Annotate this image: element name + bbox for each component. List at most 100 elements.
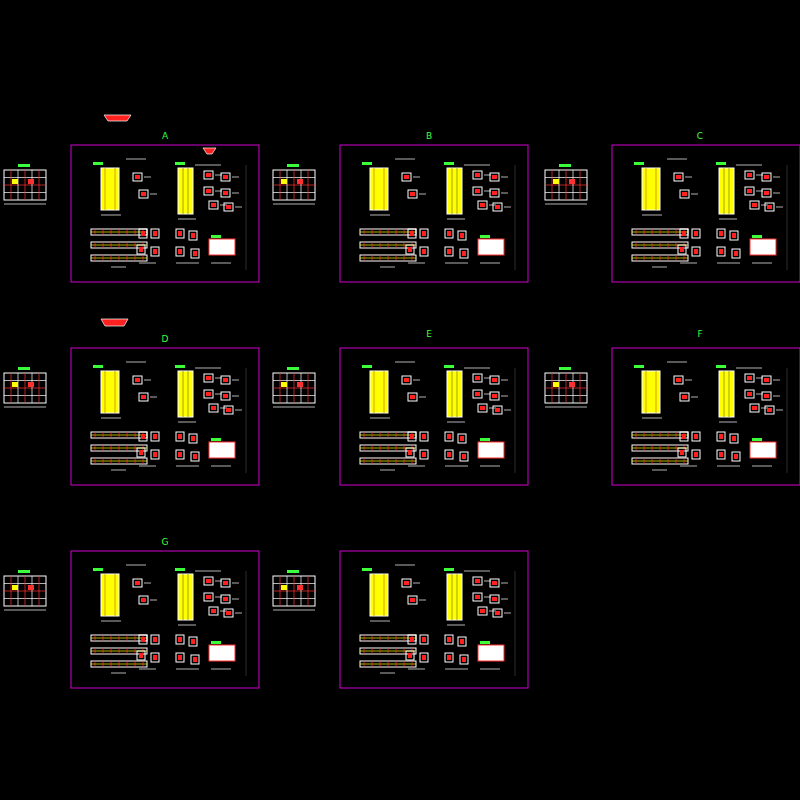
cad-line [126,362,146,363]
cad-line [724,371,725,417]
cad-line [773,396,780,397]
section-fill [682,192,687,196]
joint-detail [460,452,468,461]
cad-line [301,170,302,200]
cad-line [144,380,151,381]
joint-fill [422,249,426,254]
cad-line [273,407,315,408]
cad-line [380,673,395,674]
cad-line [636,242,637,248]
mini-title [175,568,185,571]
joint-detail [692,229,700,238]
section-fill [495,205,500,209]
section-detail [204,577,213,585]
cad-line [515,368,516,473]
cad-line [372,255,373,261]
cad-line [95,635,96,641]
cad-line [396,445,397,451]
section-detail [745,171,754,179]
section-detail [204,171,213,179]
cad-line [724,168,725,214]
cad-line [135,458,136,464]
cad-line [445,669,468,670]
joint-fill [178,637,182,642]
mini-title [634,162,644,165]
joint-fill [178,434,182,439]
section-fill [141,192,146,196]
column-elevation [447,371,462,417]
section-fill [492,597,497,601]
joint-fill [153,434,157,439]
mini-title [716,162,726,165]
cad-line [676,445,677,451]
joint-fill [153,231,157,236]
cad-line [111,267,126,268]
cad-line [372,445,373,451]
cad-line [676,432,677,438]
cad-line [105,168,106,210]
column-elevation [370,371,388,413]
section-detail [750,404,759,412]
cad-line [480,263,500,264]
section-detail [139,596,148,604]
cad-line [660,242,661,248]
section-fill [767,408,772,412]
section-fill [135,175,140,179]
column-elevation [178,168,193,214]
loose-sketch [203,148,216,154]
cad-line [139,263,156,264]
side-fill [281,179,287,184]
section-fill [404,175,409,179]
cad-line [372,648,373,654]
section-detail [204,593,213,601]
joint-detail [717,432,725,441]
cad-line [668,458,669,464]
cad-line [111,635,112,641]
joint-detail [406,448,414,457]
joint-fill [191,233,195,238]
cad-line [660,229,661,235]
mini-title [93,568,103,571]
side-drawing [4,373,46,403]
column-elevation [101,574,119,616]
cad-line [380,445,381,451]
cad-line [232,193,239,194]
beam-elevation [360,661,416,667]
sheet-frame [71,551,259,688]
section-detail [680,393,689,401]
joint-detail [406,245,414,254]
cad-line [501,380,508,381]
side-title [18,570,30,573]
cad-line [95,648,96,654]
section-fill [475,189,480,193]
sheet-frame [612,348,800,485]
cad-line [370,621,390,622]
joint-detail [151,635,159,644]
section-fill [480,609,485,613]
side-fill [12,382,18,387]
joint-detail [139,432,147,441]
section-detail [402,376,411,384]
cad-line [195,571,221,572]
joint-fill [682,231,686,236]
cad-line [178,625,196,626]
section-fill [223,191,228,195]
joint-fill [139,653,143,658]
joint-detail [678,448,686,457]
cad-line [11,373,12,403]
cad-line [545,204,587,205]
joint-detail [445,635,453,644]
sheet-letter: F [697,329,702,339]
mini-title [175,162,185,165]
cad-line [372,661,373,667]
sheet-frame [340,145,528,282]
section-detail [478,404,487,412]
cad-line [95,242,96,248]
joint-detail [151,247,159,256]
section-detail [765,406,774,414]
section-detail [133,376,142,384]
beam-elevation [632,255,688,261]
joint-fill [734,454,738,459]
cad-line [380,242,381,248]
cad-line [752,466,772,467]
